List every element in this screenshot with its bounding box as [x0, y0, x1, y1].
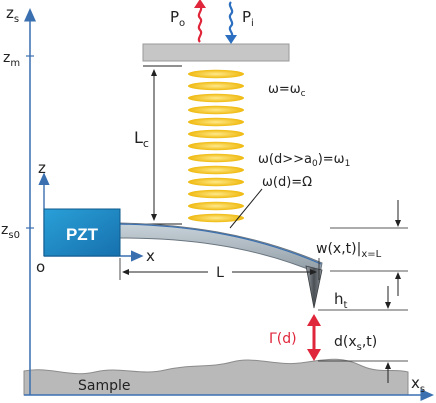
pzt-label: PZT [66, 225, 99, 244]
pi-label: Pi [242, 8, 254, 29]
pi-arrowhead [225, 35, 237, 44]
omega-c-label: ω=ωc [268, 82, 306, 99]
gamma-label: Γ(d) [269, 331, 297, 347]
omega-d-label: ω(d)=Ω [262, 175, 312, 190]
field-layer [188, 153, 244, 163]
field-layer [188, 129, 244, 139]
po-arrowhead [194, 0, 206, 8]
field-layer [188, 93, 244, 103]
gamma-arrow-down [307, 349, 321, 361]
local-z-label: z [38, 159, 46, 177]
field-layer [188, 213, 244, 223]
cantilever-highlight [117, 223, 322, 265]
pi-wave [228, 1, 234, 37]
sample-label: Sample [78, 378, 131, 394]
mirror-plate [142, 43, 290, 62]
sample-surface [23, 358, 409, 396]
pzt-block [43, 208, 121, 257]
afm-tip [305, 265, 323, 309]
field-layer [188, 201, 244, 211]
local-x-label: x [146, 247, 155, 265]
lc-label: Lc [134, 128, 149, 150]
field-layer [188, 81, 244, 91]
field-layer [188, 189, 244, 199]
po-label: Po [170, 8, 185, 29]
zs-axis-label: zs [6, 4, 19, 25]
l-label: L [216, 265, 224, 281]
ht-label: ht [334, 290, 348, 311]
gamma-arrow-up [307, 314, 321, 326]
origin-label: o [36, 258, 45, 276]
field-layer [188, 165, 244, 175]
omega1-label: ω(d>>a0)=ω1 [258, 152, 350, 169]
xs-axis-label: xs [411, 374, 425, 395]
field-layer [188, 177, 244, 187]
field-layer [188, 117, 244, 127]
po-wave [197, 5, 203, 43]
l-label-bg [208, 264, 232, 280]
field-layer [188, 69, 244, 79]
zs0-label: zs0 [1, 222, 20, 241]
omega-d-pointer [229, 188, 263, 229]
d-label: d(xs,t) [334, 334, 377, 353]
w-label: w(x,t)|x=L [316, 241, 382, 260]
field-layer [188, 105, 244, 115]
zm-label: zm [3, 50, 20, 69]
cavity-field [188, 69, 244, 223]
field-layer [188, 141, 244, 151]
